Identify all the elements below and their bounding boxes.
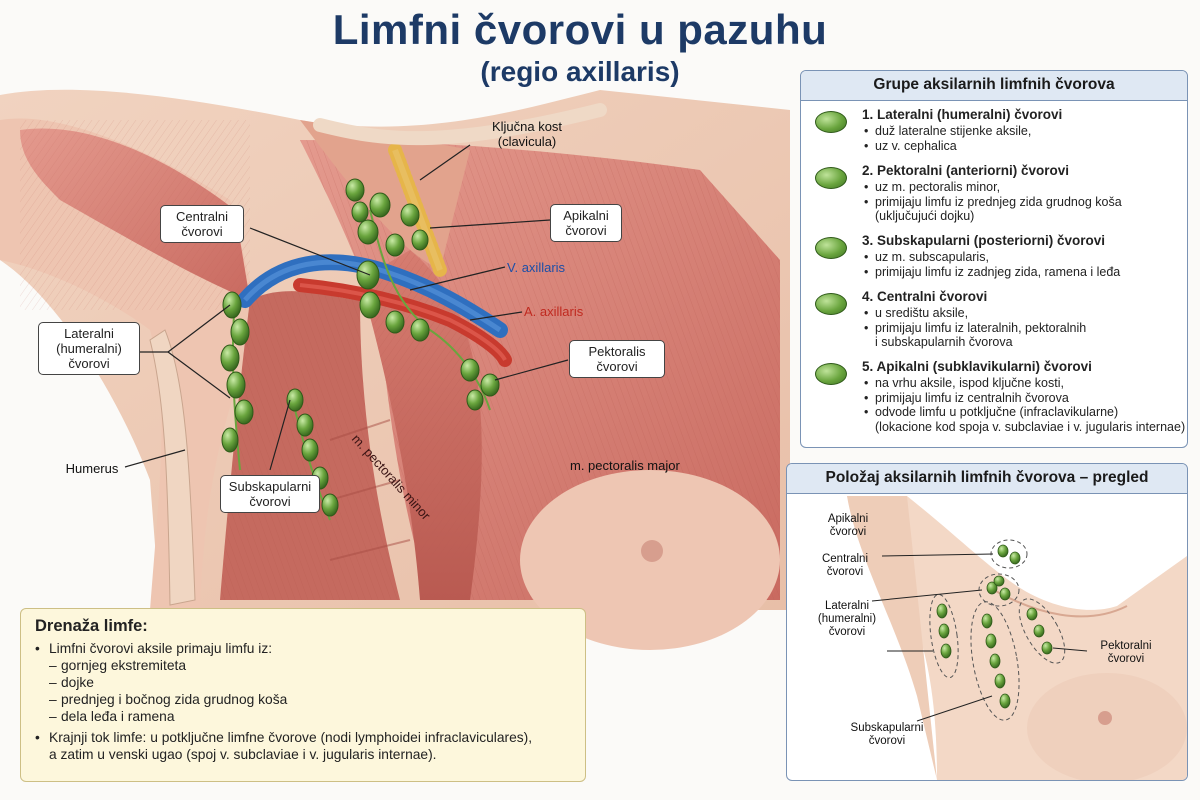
lymph-node <box>385 233 405 257</box>
lymph-node <box>234 399 254 425</box>
group-item: (uključujući dojku) <box>875 209 975 223</box>
lymph-node <box>359 291 381 319</box>
lymph-node <box>938 623 950 639</box>
drainage-intro: Limfni čvorovi aksile primaju limfu iz: <box>35 640 571 657</box>
group-title: 1. Lateralni (humeralni) čvorovi <box>862 107 1063 122</box>
page-title: Limfni čvorovi u pazuhu <box>332 6 828 53</box>
lymph-node <box>994 673 1006 689</box>
lymph-node <box>411 229 429 251</box>
lymph-node <box>981 613 993 629</box>
group-item: uz m. subscapularis, <box>863 250 1120 265</box>
group-title: 2. Pektoralni (anteriorni) čvorovi <box>862 163 1070 178</box>
lymph-node <box>345 178 365 202</box>
lymph-node <box>1041 641 1053 655</box>
overview-lateral-label: Lateralni(humeralni)čvorovi <box>817 600 877 638</box>
lymph-node <box>357 219 379 245</box>
overview-panel: Položaj aksilarnih limfnih čvorova – pre… <box>786 463 1188 781</box>
lymph-node <box>460 358 480 382</box>
lymph-node <box>296 413 314 437</box>
lymph-node <box>997 544 1009 558</box>
overview-illustration <box>847 496 1187 780</box>
lymph-node <box>940 643 952 659</box>
lymph-node-icon <box>815 237 847 259</box>
lymph-node <box>230 318 250 346</box>
group-item: uz v. cephalica <box>863 139 1031 154</box>
groups-panel-title: Grupe aksilarnih limfnih čvorova <box>801 71 1187 101</box>
lymph-node <box>936 603 948 619</box>
lymph-node <box>385 310 405 334</box>
group-item: na vrhu aksile, ispod ključne kosti, <box>863 376 1185 391</box>
artery-label: A. axillaris <box>524 304 584 319</box>
group-item: i subskapularnih čvorova <box>875 335 1013 349</box>
lymph-node-icon <box>815 293 847 315</box>
drainage-box: Drenaža limfe: Limfni čvorovi aksile pri… <box>20 608 586 782</box>
lymph-node <box>286 388 304 412</box>
group-item: duž lateralne stijenke aksile, <box>863 124 1031 139</box>
group-item: uz m. pectoralis minor, <box>863 180 1122 195</box>
drainage-title: Drenaža limfe: <box>35 617 148 635</box>
group-item: primijaju limfu iz zadnjeg zida, ramena … <box>863 265 1120 280</box>
lymph-node <box>356 260 380 290</box>
drainage-source: gornjeg ekstremiteta <box>35 657 571 674</box>
group-item: primijaju limfu iz lateralnih, pektoraln… <box>863 321 1086 336</box>
lymph-node-icon <box>815 111 847 133</box>
humerus-label: Humerus <box>65 461 119 476</box>
lymph-node <box>1033 624 1045 638</box>
lymph-node <box>220 344 240 372</box>
lymph-node <box>351 201 369 223</box>
page-subtitle: (regio axillaris) <box>480 56 680 87</box>
lateral-nodes-label: Lateralni(humeralni)čvorovi <box>38 322 140 375</box>
drainage-source: prednjeg i bočnog zida grudnog koša <box>35 691 571 708</box>
lymph-node <box>993 575 1005 587</box>
drainage-source: dojke <box>35 674 571 691</box>
group-title: 3. Subskapularni (posteriorni) čvorovi <box>862 233 1106 248</box>
pectoralis-major-label: m. pectoralis major <box>570 458 680 473</box>
lymph-node-icon <box>815 167 847 189</box>
group-item: odvode limfu u potključne (infraclavikul… <box>863 405 1185 420</box>
overview-panel-title: Položaj aksilarnih limfnih čvorova – pre… <box>787 464 1187 494</box>
lymph-node <box>985 633 997 649</box>
groups-panel: Grupe aksilarnih limfnih čvorova 1. Late… <box>800 70 1188 448</box>
lymph-node <box>480 373 500 397</box>
lymph-node <box>999 693 1011 709</box>
lymph-node <box>410 318 430 342</box>
lymph-node <box>301 438 319 462</box>
vein-label: V. axillaris <box>507 260 566 275</box>
lymph-node <box>369 192 391 218</box>
lymph-node <box>986 581 998 595</box>
lymph-node <box>999 587 1011 601</box>
lymph-node <box>222 291 242 319</box>
lymph-node <box>1009 551 1021 565</box>
lymph-node <box>1026 607 1038 621</box>
drainage-final-1: Krajnji tok limfe: u potključne limfne č… <box>35 729 571 746</box>
group-title: 5. Apikalni (subklavikularni) čvorovi <box>862 359 1092 374</box>
drainage-source: dela leđa i ramena <box>35 708 571 725</box>
group-title: 4. Centralni čvorovi <box>862 289 988 304</box>
group-item: (lokacione kod spoja v. subclaviae i v. … <box>875 419 1186 434</box>
clavicle-label: Ključna kost(clavicula) <box>491 119 563 149</box>
lymph-node <box>226 371 246 399</box>
lymph-node <box>466 389 484 411</box>
group-item: u središtu aksile, <box>863 306 1086 321</box>
lymph-node-icon <box>815 363 847 385</box>
drainage-final-2: a zatim u venski ugao (spoj v. subclavia… <box>49 747 437 762</box>
group-item: primijaju limfu iz centralnih čvorova <box>863 391 1185 406</box>
group-item: primijaju limfu iz prednjeg zida grudnog… <box>863 195 1122 210</box>
lymph-node <box>221 427 239 453</box>
lymph-node <box>400 203 420 227</box>
lymph-node <box>989 653 1001 669</box>
lymph-node <box>321 493 339 517</box>
